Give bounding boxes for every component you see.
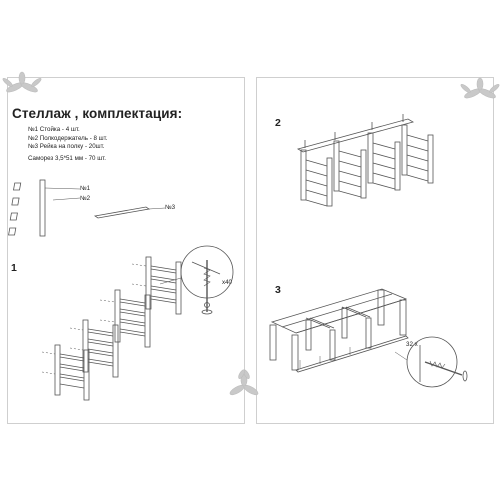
right-page <box>256 77 494 424</box>
screw-icon <box>201 260 213 315</box>
part-label-2: №2 <box>80 195 91 202</box>
side-frame-4 <box>54 344 90 401</box>
screw-count-label-3: 32 x <box>406 341 418 348</box>
step-2-assembly <box>296 114 434 207</box>
part-label-1: №1 <box>80 185 91 192</box>
part-item-2: №2 Полкодержатель - 8 шт. <box>28 134 108 142</box>
side-frame-1 <box>145 256 182 315</box>
part-label-3: №3 <box>165 204 176 211</box>
floral-ornament-icon <box>2 71 500 396</box>
page-title: Стеллаж , комплектация: <box>12 106 183 121</box>
step-number-2: 2 <box>275 117 281 129</box>
side-frame-2 <box>114 289 151 348</box>
side-frame-3 <box>82 319 119 378</box>
screw-detail-callout-3 <box>394 336 468 388</box>
step-number-3: 3 <box>275 284 281 296</box>
parts-list: №1 Стойка - 4 шт. №2 Полкодержатель - 8 … <box>28 126 108 152</box>
screw-count-label-1: x40 <box>222 279 232 286</box>
left-page <box>7 77 245 424</box>
part-bracket-drawing <box>8 182 81 236</box>
step-3-assembly <box>269 288 409 373</box>
step-number-1: 1 <box>11 262 17 274</box>
part-item-3: №3 Рейка на полку - 20шт. <box>28 143 105 151</box>
part-post-drawing <box>39 179 81 237</box>
screw-note: Саморез 3,5*51 мм - 70 шт. <box>28 155 107 162</box>
part-item-1: №1 Стойка - 4 шт. <box>28 126 80 133</box>
part-slat-drawing <box>93 206 166 219</box>
